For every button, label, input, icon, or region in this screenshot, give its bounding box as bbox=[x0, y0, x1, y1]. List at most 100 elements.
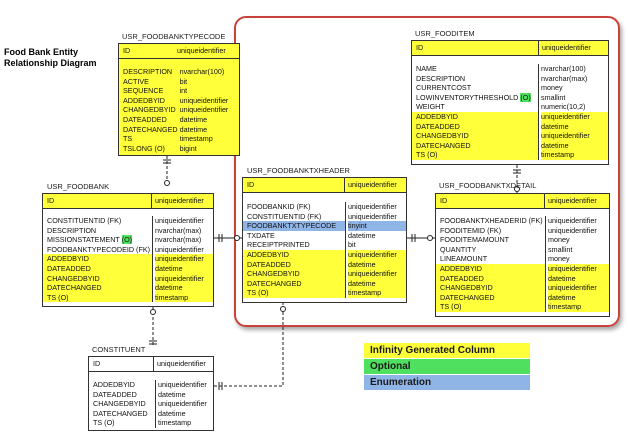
column-type: uniqueidentifier bbox=[155, 216, 204, 225]
column-name: CHANGEDBYID bbox=[412, 131, 538, 141]
column-name: DATECHANGED bbox=[123, 124, 178, 134]
column-name-with-optional: LOWINVENTORYTHRESHOLD (O) bbox=[412, 92, 538, 103]
column-name: NAME bbox=[416, 64, 437, 73]
column-type: uniqueidentifier bbox=[348, 249, 406, 260]
pk-column-type: uniqueidentifier bbox=[538, 41, 608, 55]
fooditem-pk-row: ID uniqueidentifier bbox=[412, 41, 608, 56]
column-type: datetime bbox=[158, 389, 186, 399]
fooditem-column-types: nvarchar(100) nvarchar(max) money smalli… bbox=[538, 64, 608, 160]
column-name: CHANGEDBYID bbox=[123, 105, 176, 115]
food-item-region bbox=[234, 16, 620, 327]
column-name: ADDEDBYID bbox=[93, 380, 135, 389]
column-type: datetime bbox=[158, 408, 186, 418]
txheader-table: ID uniqueidentifier FOODBANKID (FK) CONS… bbox=[242, 177, 407, 303]
fooditem-table-title: USR_FOODITEM bbox=[415, 29, 475, 38]
column-name: DATECHANGED bbox=[93, 408, 148, 418]
foodbank-column-types: uniqueidentifier nvarchar(max) nvarchar(… bbox=[152, 216, 213, 303]
column-name-with-optional: MISSIONSTATEMENT (O) bbox=[43, 235, 152, 245]
pk-column-name: ID bbox=[247, 180, 255, 190]
column-name: ACTIVE bbox=[123, 76, 149, 86]
column-name: CURRENTCOST bbox=[416, 83, 472, 93]
pk-column-type: uniqueidentifier bbox=[151, 194, 213, 208]
column-type: timestamp bbox=[348, 288, 406, 298]
column-type: money bbox=[548, 235, 570, 245]
column-type: datetime bbox=[155, 283, 213, 293]
rel-constituent-txheader bbox=[214, 303, 284, 387]
column-name: CONSTITUENTID (FK) bbox=[47, 216, 122, 225]
column-name: WEIGHT bbox=[416, 102, 445, 112]
column-type: nvarchar(100) bbox=[179, 67, 225, 76]
column-type: datetime bbox=[348, 259, 406, 270]
column-type: smallint bbox=[541, 92, 566, 102]
txdetail-table-title: USR_FOODBANKTXDETAIL bbox=[439, 181, 537, 190]
column-type: nvarchar(max) bbox=[541, 73, 588, 83]
txdetail-column-types: uniqueidentifier uniqueidentifier money … bbox=[545, 216, 609, 312]
column-type: datetime bbox=[541, 121, 608, 132]
fooditem-column-names: NAME DESCRIPTION CURRENTCOST LOWINVENTOR… bbox=[412, 64, 538, 160]
column-type: datetime bbox=[179, 114, 208, 124]
pk-column-type: uniqueidentifier bbox=[177, 46, 226, 56]
column-name: DATECHANGED bbox=[436, 292, 545, 303]
column-name: ADDEDBYID bbox=[43, 254, 152, 264]
column-name: CHANGEDBYID bbox=[243, 269, 345, 279]
column-type: nvarchar(max) bbox=[155, 235, 202, 245]
column-type: bigint bbox=[179, 143, 197, 153]
legend-optional: Optional bbox=[364, 359, 530, 374]
column-name: DATEADDED bbox=[436, 273, 545, 284]
column-name: CHANGEDBYID bbox=[43, 273, 152, 284]
column-type: uniqueidentifier bbox=[158, 399, 207, 409]
column-name: DATECHANGED bbox=[412, 140, 538, 151]
optional-marker: (O) bbox=[121, 235, 133, 245]
constituent-column-names: ADDEDBYID DATEADDED CHANGEDBYID DATECHAN… bbox=[89, 380, 155, 428]
typecode-column-names: DESCRIPTION ACTIVE SEQUENCE ADDEDBYID CH… bbox=[119, 67, 178, 153]
pk-column-type: uniqueidentifier bbox=[544, 194, 609, 208]
column-type: datetime bbox=[179, 124, 208, 134]
legend-generated: Infinity Generated Column bbox=[364, 343, 530, 358]
column-type: uniqueidentifier bbox=[548, 216, 597, 225]
txheader-column-names: FOODBANKID (FK) CONSTITUENTID (FK) FOODB… bbox=[243, 202, 345, 298]
pk-column-name: ID bbox=[47, 196, 55, 206]
column-name: TS (O) bbox=[43, 292, 152, 303]
column-name: DESCRIPTION bbox=[47, 225, 97, 235]
pk-column-name: ID bbox=[440, 196, 448, 206]
column-name: TXDATE bbox=[247, 230, 275, 240]
fooditem-table: ID uniqueidentifier NAME DESCRIPTION CUR… bbox=[411, 40, 609, 165]
column-name: DATEADDED bbox=[43, 263, 152, 274]
pk-column-name: ID bbox=[416, 43, 424, 53]
legend-enumeration: Enumeration bbox=[364, 375, 530, 390]
column-name: LINEAMOUNT bbox=[440, 254, 488, 264]
column-name: ADDEDBYID bbox=[123, 95, 165, 105]
column-name: DESCRIPTION bbox=[123, 67, 173, 76]
column-type: timestamp bbox=[548, 302, 609, 312]
column-type: nvarchar(100) bbox=[541, 64, 586, 73]
column-type: datetime bbox=[541, 140, 608, 151]
column-type: money bbox=[548, 254, 570, 264]
txdetail-pk-row: ID uniqueidentifier bbox=[436, 194, 609, 209]
column-type: smallint bbox=[548, 244, 573, 254]
column-name: SEQUENCE bbox=[123, 86, 164, 96]
column-name: FOODBANKTXTYPECODE bbox=[243, 221, 345, 231]
column-name: FOODBANKTYPECODEID (FK) bbox=[47, 244, 151, 254]
column-name: DATEADDED bbox=[93, 389, 137, 399]
column-type: uniqueidentifier bbox=[548, 225, 597, 235]
column-type: uniqueidentifier bbox=[541, 111, 608, 122]
column-type: uniqueidentifier bbox=[155, 254, 213, 264]
column-type: int bbox=[179, 86, 188, 96]
diagram-title-line-2: Relationship Diagram bbox=[4, 58, 97, 68]
txheader-pk-row: ID uniqueidentifier bbox=[243, 178, 406, 193]
column-type: timestamp bbox=[158, 418, 192, 428]
column-type: datetime bbox=[348, 278, 406, 289]
column-name: FOODITEMAMOUNT bbox=[440, 235, 510, 245]
pk-column-name: ID bbox=[93, 359, 101, 369]
column-type: datetime bbox=[155, 263, 213, 274]
column-name: FOODBANKID (FK) bbox=[247, 202, 311, 211]
column-type: datetime bbox=[548, 273, 609, 284]
column-name: TS (O) bbox=[436, 302, 545, 312]
txheader-table-title: USR_FOODBANKTXHEADER bbox=[247, 166, 350, 175]
diagram-title: Food Bank Entity Relationship Diagram bbox=[4, 47, 97, 69]
column-type: uniqueidentifier bbox=[155, 273, 213, 284]
column-name: TS (O) bbox=[412, 150, 538, 160]
foodbank-table-title: USR_FOODBANK bbox=[47, 182, 110, 191]
column-name: CHANGEDBYID bbox=[93, 399, 146, 409]
column-type: uniqueidentifier bbox=[155, 244, 204, 254]
